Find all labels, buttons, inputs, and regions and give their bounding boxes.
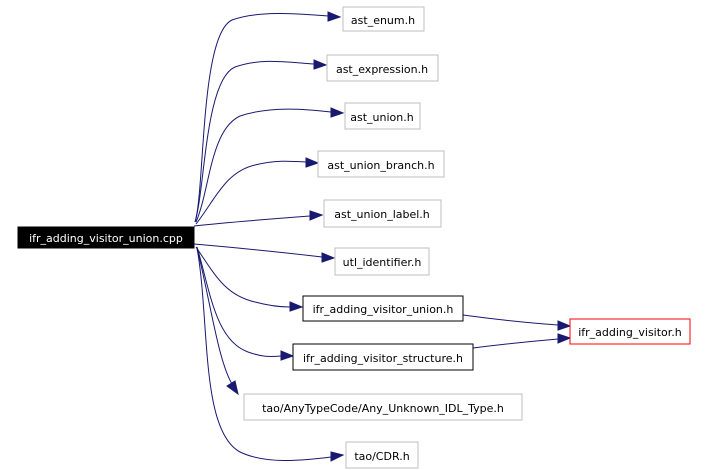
node-ifr-adding-visitor-label: ifr_adding_visitor.h <box>578 326 682 339</box>
arrow-union-h-to-ifr-adding-visitor <box>557 320 572 331</box>
edges <box>193 11 572 462</box>
node-ifr-adding-visitor-structure-label: ifr_adding_visitor_structure.h <box>303 352 463 365</box>
edge-to-ifr-adding-visitor-union-h <box>195 246 291 308</box>
arrow-to-ast-union <box>330 107 345 118</box>
node-ast-union-branch[interactable]: ast_union_branch.h <box>317 150 445 178</box>
node-ast-enum-label: ast_enum.h <box>351 14 415 27</box>
arrow-to-ast-enum <box>327 11 342 22</box>
node-ifr-adding-visitor-structure[interactable]: ifr_adding_visitor_structure.h <box>292 343 474 371</box>
edge-to-cdr <box>196 247 332 461</box>
arrow-to-ast-expression <box>313 59 328 70</box>
node-any-unknown-idl-type-label: tao/AnyTypeCode/Any_Unknown_IDL_Type.h <box>262 402 504 415</box>
edge-to-ast-union-label <box>193 215 311 227</box>
arrow-to-ifr-adding-visitor-union-h <box>289 301 304 312</box>
edge-to-ifr-adding-visitor-structure <box>196 246 282 357</box>
arrow-to-utl-identifier <box>321 252 336 263</box>
arrow-to-cdr <box>330 451 345 462</box>
edge-union-h-to-ifr-adding-visitor <box>462 314 559 326</box>
nodes: ifr_adding_visitor_union.cpp ast_enum.h … <box>17 6 691 469</box>
node-ast-union-label: ast_union.h <box>350 111 413 124</box>
node-ast-union[interactable]: ast_union.h <box>344 102 421 130</box>
edge-to-utl-identifier <box>193 243 323 258</box>
node-ast-expression[interactable]: ast_expression.h <box>326 54 439 82</box>
edge-to-any-unknown <box>196 247 233 385</box>
node-ast-enum[interactable]: ast_enum.h <box>342 6 425 32</box>
node-ifr-adding-visitor[interactable]: ifr_adding_visitor.h <box>569 318 691 345</box>
node-ifr-adding-visitor-union-h-label: ifr_adding_visitor_union.h <box>313 303 454 316</box>
node-utl-identifier[interactable]: utl_identifier.h <box>334 247 430 276</box>
edge-to-ast-expression <box>194 60 315 223</box>
arrow-structure-to-ifr-adding-visitor <box>557 333 572 344</box>
arrow-to-any-unknown <box>226 380 239 396</box>
node-ast-union-label[interactable]: ast_union_label.h <box>323 199 442 228</box>
arrow-to-ast-union-label <box>309 210 324 221</box>
node-ast-expression-label: ast_expression.h <box>336 63 428 76</box>
node-utl-identifier-label: utl_identifier.h <box>343 256 422 269</box>
node-any-unknown-idl-type[interactable]: tao/AnyTypeCode/Any_Unknown_IDL_Type.h <box>243 393 523 421</box>
edge-to-ast-enum <box>194 13 329 223</box>
node-tao-cdr-label: tao/CDR.h <box>354 450 409 463</box>
node-ast-union-branch-label: ast_union_branch.h <box>327 159 434 172</box>
arrow-to-ifr-adding-visitor-structure <box>280 350 295 361</box>
node-root-label: ifr_adding_visitor_union.cpp <box>29 232 183 245</box>
node-ifr-adding-visitor-union-h[interactable]: ifr_adding_visitor_union.h <box>302 295 464 322</box>
edge-to-ast-union <box>195 108 332 223</box>
node-root[interactable]: ifr_adding_visitor_union.cpp <box>17 226 195 249</box>
node-ast-union-label-label: ast_union_label.h <box>334 208 430 221</box>
edge-structure-to-ifr-adding-visitor <box>472 338 559 349</box>
edge-to-ast-union-branch <box>195 160 307 225</box>
node-tao-cdr[interactable]: tao/CDR.h <box>345 441 419 469</box>
arrow-to-ast-union-branch <box>305 157 320 168</box>
